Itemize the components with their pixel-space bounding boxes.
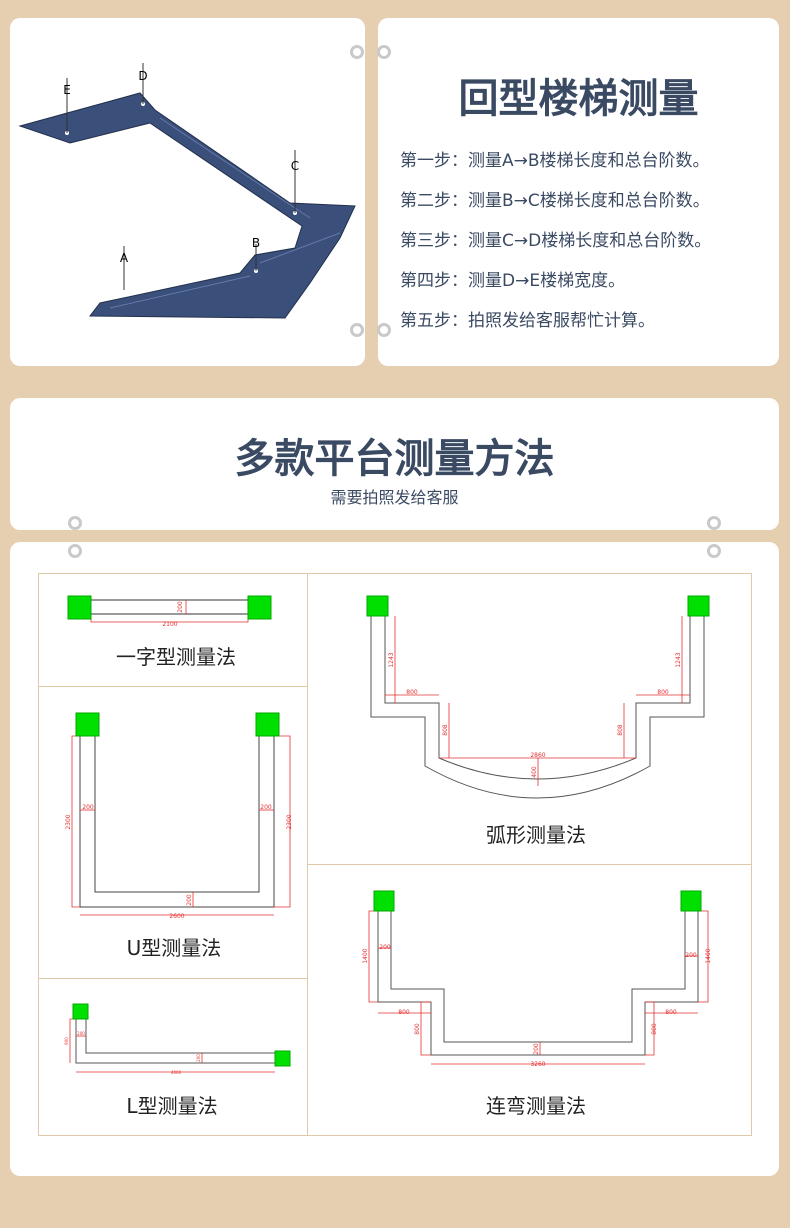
dim-label: 2600 [169, 913, 184, 920]
arc-method-label: 弧形测量法 [486, 823, 586, 847]
step-3: 第三步：测量C→D楼梯长度和总台阶数。 [400, 231, 712, 251]
dim-label: 4000 [171, 1070, 182, 1075]
dim-label: 200 [196, 1054, 201, 1062]
point-c-label: C [291, 159, 299, 173]
straight-method-label: 一字型测量法 [116, 645, 236, 669]
dim-label: 800 [406, 689, 418, 696]
dim-label: 2860 [530, 752, 545, 759]
l-method-label: L型测量法 [126, 1094, 217, 1118]
dim-label: 800 [398, 1009, 410, 1016]
banner-title: 多款平台测量方法 [234, 436, 555, 482]
dim-label: 200 [685, 952, 697, 959]
dim-label: 200 [379, 944, 391, 951]
u-method-label: U型测量法 [127, 936, 222, 960]
ring-decoration [707, 516, 721, 530]
dim-label: 900 [64, 1037, 69, 1045]
dim-label: 808 [442, 724, 449, 736]
point-a-label: A [120, 251, 129, 265]
dim-label: 200 [77, 1031, 85, 1036]
arc-diagram: 1243 800 808 2860 400 1243 800 808 弧形测量法 [366, 595, 710, 847]
dim-label: 800 [414, 1023, 421, 1035]
ring-decoration [68, 516, 82, 530]
l-diagram: 900 200 200 4000 L型测量法 [64, 1003, 291, 1118]
dim-label: 808 [617, 724, 624, 736]
staircase-card: A B C D E [10, 18, 365, 366]
point-d-label: D [138, 69, 147, 83]
step-1: 第一步：测量A→B楼梯长度和总台阶数。 [400, 151, 710, 171]
point-b-label: B [252, 236, 260, 250]
step-2: 第二步：测量B→C楼梯长度和总台阶数。 [400, 191, 710, 211]
dim-label: 200 [82, 804, 94, 811]
ring-decoration [377, 323, 391, 337]
steps-card: 回型楼梯测量 第一步：测量A→B楼梯长度和总台阶数。 第二步：测量B→C楼梯长度… [378, 18, 779, 366]
dim-label: 200 [260, 804, 272, 811]
methods-card [10, 542, 779, 1176]
dim-label: 1400 [362, 948, 369, 963]
dim-label: 200 [186, 894, 193, 906]
dim-label: 3260 [530, 1061, 545, 1068]
ring-decoration [350, 323, 364, 337]
dim-label: 2300 [65, 814, 72, 829]
dim-label: 200 [177, 601, 184, 613]
dim-label: 200 [533, 1043, 540, 1055]
dim-label: 1243 [675, 652, 682, 667]
step-4: 第四步：测量D→E楼梯宽度。 [400, 271, 626, 291]
dim-label: 1400 [705, 948, 712, 963]
ring-decoration [350, 45, 364, 59]
dim-label: 1243 [388, 652, 395, 667]
methods-banner: 多款平台测量方法 需要拍照发给客服 [10, 398, 779, 530]
ring-decoration [68, 544, 82, 558]
dim-label: 800 [665, 1009, 677, 1016]
hero-title: 回型楼梯测量 [458, 76, 699, 122]
ring-decoration [377, 45, 391, 59]
u-diagram: 2300 200 200 2300 200 2600 U型测量法 [65, 712, 293, 960]
linked-method-label: 连弯测量法 [486, 1094, 586, 1118]
point-e-label: E [63, 83, 71, 97]
dim-label: 800 [657, 689, 669, 696]
steps-list: 第一步：测量A→B楼梯长度和总台阶数。 第二步：测量B→C楼梯长度和总台阶数。 … [400, 146, 711, 346]
dim-label: 2300 [286, 814, 293, 829]
dim-label: 400 [531, 766, 538, 778]
banner-subtitle: 需要拍照发给客服 [330, 488, 459, 507]
staircase-illustration: A B C D E [18, 63, 356, 319]
step-5: 第五步：拍照发给客服帮忙计算。 [400, 311, 655, 331]
straight-diagram: 200 2100 一字型测量法 [67, 595, 272, 669]
dim-label: 2100 [162, 621, 177, 628]
dim-label: 800 [651, 1023, 658, 1035]
linked-diagram: 1400 200 800 800 200 3260 1400 200 800 8… [362, 890, 712, 1118]
ring-decoration [707, 544, 721, 558]
